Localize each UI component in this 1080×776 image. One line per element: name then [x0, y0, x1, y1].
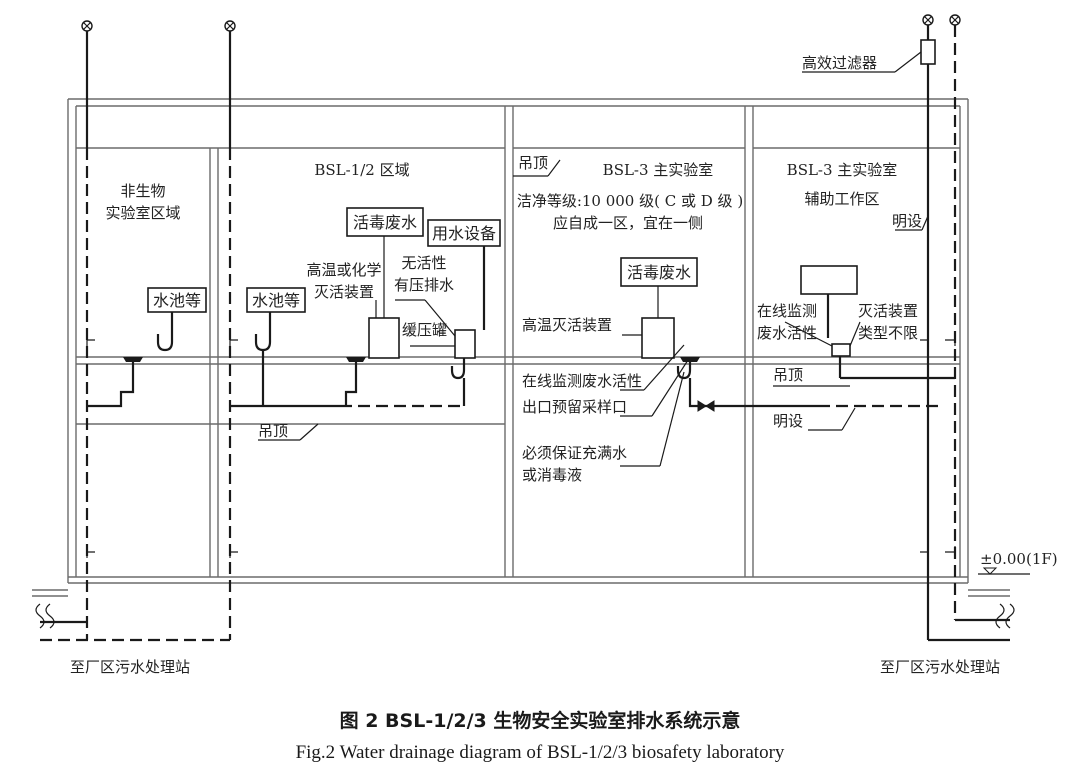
sampling-port-label: 出口预留采样口: [522, 398, 627, 416]
live-waste-label: 活毒废水: [627, 263, 691, 282]
vent-cap-icon: [224, 20, 236, 32]
zone-label: BSL-3 主实验室: [787, 161, 898, 179]
buffer-tank-label: 缓压罐: [402, 321, 447, 339]
sink-box-1: [147, 287, 207, 313]
sink-label: 水池等: [252, 291, 300, 310]
vent-cap-icon: [81, 20, 93, 32]
equipment: [147, 207, 858, 359]
no-activity-label: 有压排水: [394, 276, 454, 294]
water-equipment-label: 用水设备: [432, 224, 496, 243]
zone-label: 非生物: [120, 182, 165, 200]
self-zone-label: 应自成一区，宜在一侧: [553, 214, 703, 232]
station-label: 至厂区污水处理站: [880, 658, 1000, 676]
ceiling-label: 吊顶: [258, 422, 288, 440]
live-waste-box-1: [346, 207, 424, 237]
inactivation-type-label: 灭活装置: [858, 302, 918, 320]
cleanliness-label: 洁净等级:10 000 级( C 或 D 级 ): [517, 192, 743, 210]
figure-caption-en: Fig.2 Water drainage diagram of BSL-1/2/…: [295, 742, 785, 763]
sink-box-2: [246, 287, 306, 313]
live-waste-label: 活毒废水: [353, 213, 417, 232]
station-label: 至厂区污水处理站: [70, 658, 190, 676]
vent-cap-icon: [922, 14, 934, 26]
ground-break-symbols: [35, 603, 1015, 629]
sink-label: 水池等: [153, 291, 201, 310]
online-monitor-aux-label: 废水活性: [757, 324, 817, 342]
water-equipment-box: [427, 219, 501, 247]
elevation-mark: [978, 567, 1030, 575]
floor-drain-icon: [680, 357, 700, 362]
high-temp-label: 高温灭活装置: [522, 316, 612, 334]
aux-inactivation-box: [831, 343, 851, 357]
text-labels: 非生物 实验室区域 BSL-1/2 区域 BSL-3 主实验室 BSL-3 主实…: [70, 54, 1058, 676]
buffer-tank: [454, 329, 476, 359]
floor-drain-icon: [123, 357, 143, 362]
floor-drain-icons: [123, 357, 700, 362]
exposed-label: 明设: [773, 412, 803, 430]
online-monitor-label: 在线监测废水活性: [522, 372, 642, 390]
valve-icon: [697, 400, 715, 412]
exposed-label: 明设: [892, 212, 922, 230]
building-walls: [32, 98, 1010, 597]
hepa-filter-icon: [920, 39, 936, 65]
no-activity-label: 无活性: [401, 254, 446, 272]
floor-drain-icon: [346, 357, 366, 362]
inactivation-tank: [368, 317, 400, 359]
figure-caption-cn: 图 2 BSL-1/2/3 生物安全实验室排水系统示意: [339, 710, 741, 732]
zone-label: BSL-1/2 区域: [314, 161, 409, 179]
inactivation-label: 高温或化学: [306, 261, 381, 279]
inactivation-type-label: 类型不限: [858, 324, 918, 342]
zone-label: BSL-3 主实验室: [603, 161, 714, 179]
ceiling-label: 吊顶: [773, 366, 803, 384]
vent-cap-icon: [949, 14, 961, 26]
cleanout-marks: [86, 334, 956, 558]
inactivation-label: 灭活装置: [314, 283, 374, 301]
live-waste-box-2: [620, 257, 698, 287]
leader-lines: [258, 159, 929, 467]
fill-water-label: 必须保证充满水: [522, 444, 627, 462]
online-monitor-aux-label: 在线监测: [757, 302, 817, 320]
hepa-label: 高效过滤器: [802, 54, 877, 72]
vent-cap-icons: [81, 14, 961, 32]
zone-label: 实验室区域: [105, 204, 180, 222]
fill-water-label: 或消毒液: [522, 466, 582, 484]
ceiling-label: 吊顶: [518, 154, 548, 172]
aux-equipment-box: [800, 265, 858, 295]
drainage-diagram: 非生物 实验室区域 BSL-1/2 区域 BSL-3 主实验室 BSL-3 主实…: [32, 14, 1058, 676]
zone-label: 辅助工作区: [804, 190, 879, 208]
high-temp-tank: [641, 317, 675, 359]
elevation-label: ±0.00(1F): [980, 550, 1058, 568]
